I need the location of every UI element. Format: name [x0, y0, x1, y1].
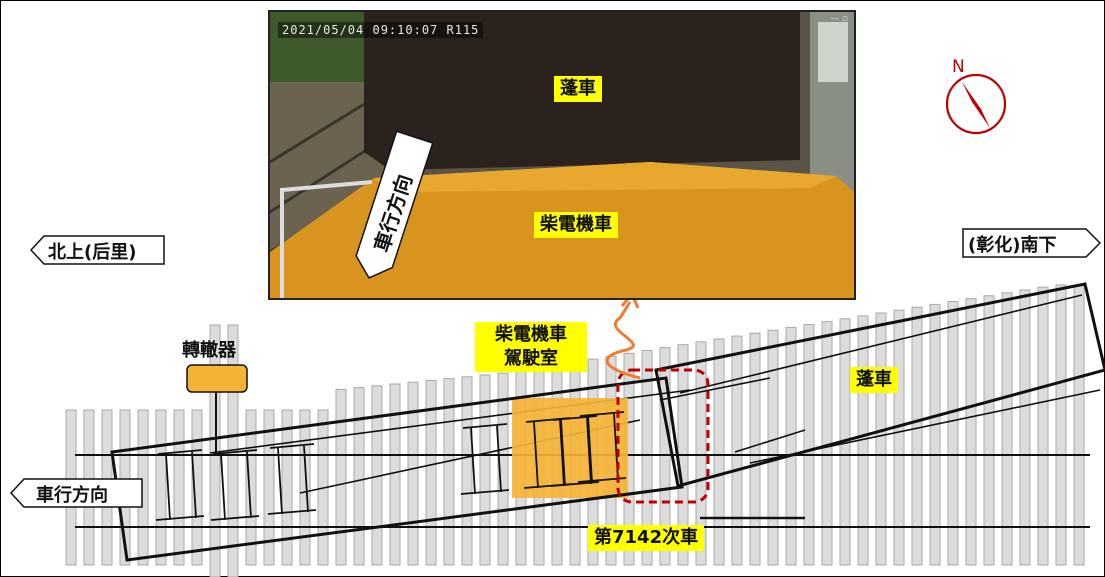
locomotive-body [110, 376, 684, 562]
south-direction-text: (彰化)南下 [968, 235, 1057, 256]
wheel-truck [523, 417, 573, 489]
compass-icon: N [945, 57, 1007, 135]
switch-machine-label: 轉轍器 [182, 340, 236, 361]
tarp-car-body [654, 282, 1105, 488]
railway-tie [785, 326, 797, 566]
railway-tie [659, 347, 671, 566]
wheel-truck [460, 423, 510, 495]
south-direction-label: (彰化)南下 [962, 228, 1101, 258]
railway-tie [335, 388, 347, 566]
railway-tie [443, 378, 455, 566]
wheel-truck [577, 411, 627, 483]
photo-locomotive-label: 柴電機車 [534, 212, 618, 238]
north-direction-label: 北上(后里) [30, 235, 165, 265]
north-direction-text: 北上(后里) [48, 242, 137, 263]
railway-tie [713, 338, 725, 566]
camera-timestamp: 2021/05/04 09:10:07 R115 [278, 22, 484, 38]
cab-label-line1: 柴電機車 [495, 324, 567, 345]
railway-tie [299, 409, 311, 566]
photo-tarp-car-label: 蓬車 [554, 76, 602, 102]
railway-tie [767, 329, 779, 566]
railway-tie [1037, 286, 1049, 566]
railway-tie [353, 387, 365, 566]
switch-machine-box [186, 364, 248, 393]
train-number-label: 第7142次車 [588, 525, 705, 551]
photo-direction-arrow: 車行方向 [355, 12, 480, 279]
railway-tie [695, 341, 707, 566]
railway-tie [911, 306, 923, 566]
cab-label: 柴電機車 駕駛室 [475, 322, 587, 372]
railway-tie [191, 409, 203, 566]
railway-tie [389, 383, 401, 566]
railway-tie [1019, 289, 1031, 566]
railway-tie [263, 409, 275, 566]
travel-direction-label: 車行方向 [10, 478, 143, 508]
railway-tie [1073, 284, 1085, 566]
railway-tie [245, 409, 257, 566]
window-controls[interactable]: — ▫ [830, 14, 848, 24]
railway-tie [803, 324, 815, 566]
cab-label-line2: 駕駛室 [504, 348, 558, 369]
camera-pointer-arrow [605, 301, 641, 380]
railway-tie [749, 332, 761, 566]
tarp-car-label: 蓬車 [850, 367, 898, 393]
wheel-truck [210, 449, 260, 521]
railway-tie [173, 409, 185, 566]
railway-tie [1055, 284, 1067, 566]
railway-tie [407, 381, 419, 566]
collision-zone-highlight [616, 368, 710, 504]
railway-tie [641, 349, 653, 566]
railway-tie [479, 374, 491, 566]
railway-tie [1001, 292, 1013, 566]
cab-camera-photo: 2021/05/04 09:10:07 R115 — ▫ 蓬車 柴電機車 車行方… [268, 10, 856, 300]
wheel-truck [550, 415, 600, 487]
wheel-truck [155, 449, 205, 521]
railway-tie [155, 409, 167, 566]
railway-tie [461, 376, 473, 566]
railway-tie [497, 372, 509, 566]
svg-text:N: N [952, 57, 965, 77]
cab-highlight [512, 398, 628, 498]
railway-tie [947, 301, 959, 566]
railway-tie [281, 409, 293, 566]
railway-tie [965, 298, 977, 566]
railway-tie [425, 379, 437, 566]
railway-tie [875, 312, 887, 566]
railway-tie [983, 295, 995, 566]
railway-tie [929, 303, 941, 566]
wheel-trucks [155, 411, 627, 521]
railway-tie [893, 309, 905, 566]
travel-direction-text: 車行方向 [36, 485, 108, 506]
wheel-truck [267, 443, 317, 515]
